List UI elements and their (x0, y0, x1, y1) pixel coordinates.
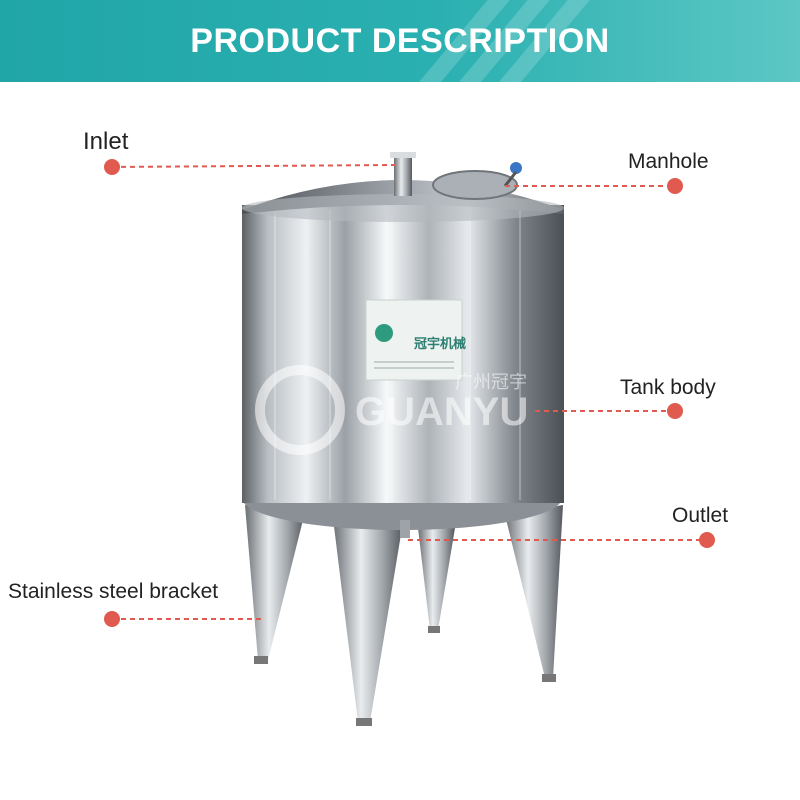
foot-right (542, 674, 556, 682)
watermark-brand: GUANYU (355, 390, 528, 434)
inlet-pipe (394, 152, 412, 196)
foot-back (428, 626, 440, 633)
callout-dot-bracket (104, 611, 120, 627)
watermark-logo (255, 365, 345, 455)
callout-dot-manhole (667, 178, 683, 194)
watermark-brand-cn: 广州冠宇 (455, 372, 527, 393)
foot-front (356, 718, 372, 726)
label-inlet: Inlet (83, 128, 129, 155)
nameplate-brand: 冠宇机械 (414, 336, 466, 351)
callout-line-inlet (111, 164, 396, 168)
callout-dot-outlet (699, 532, 715, 548)
bracket-leg-front (333, 518, 403, 722)
label-manhole: Manhole (628, 150, 709, 173)
bracket-leg-back (418, 528, 455, 630)
callout-dot-tank-body (667, 403, 683, 419)
callout-dot-inlet (104, 159, 120, 175)
header-banner: PRODUCT DESCRIPTION (0, 0, 800, 82)
outlet-pipe (400, 520, 410, 538)
foot-left (254, 656, 268, 664)
bracket-leg-left (245, 505, 305, 660)
bracket-leg-right (505, 505, 563, 678)
label-outlet: Outlet (672, 504, 729, 527)
label-tank-body: Tank body (620, 376, 716, 399)
label-bracket: Stainless steel bracket (8, 580, 219, 603)
manhole-handle (510, 162, 522, 174)
page-title: PRODUCT DESCRIPTION (190, 22, 610, 60)
